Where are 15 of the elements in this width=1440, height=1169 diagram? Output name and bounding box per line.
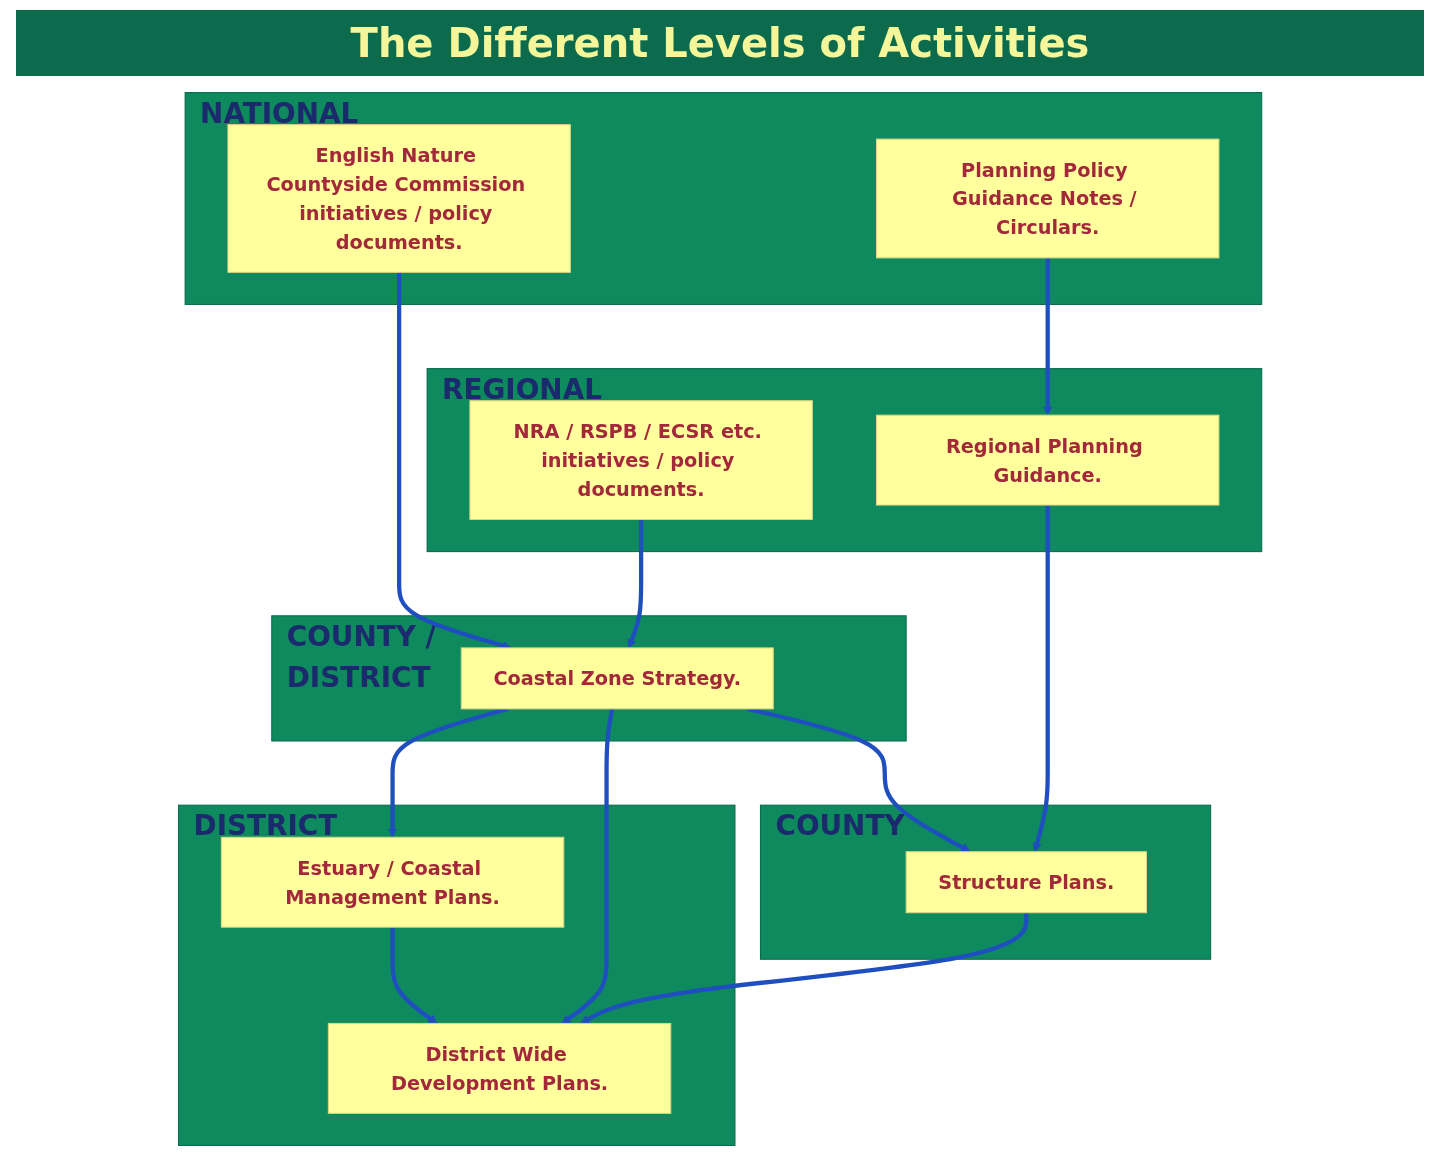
node-box: English Nature Countyside Commission initiatives / policy documents. bbox=[227, 124, 571, 273]
arrow bbox=[561, 708, 614, 1024]
node-box: Estuary / Coastal Management Plans. bbox=[220, 836, 565, 928]
arrow bbox=[580, 912, 1029, 1024]
arrow bbox=[1042, 257, 1053, 416]
node-box: District Wide Development Plans. bbox=[327, 1022, 672, 1114]
node-box: NRA / RSPB / ECSR etc. initiatives / policy documents. bbox=[469, 400, 813, 521]
node-box: Regional Planning Guidance. bbox=[875, 414, 1220, 506]
arrow bbox=[390, 927, 438, 1024]
node-box: Structure Plans. bbox=[905, 851, 1147, 914]
node-box: Planning Policy Guidance Notes / Circulars. bbox=[875, 138, 1220, 259]
arrow bbox=[1032, 505, 1050, 853]
title-banner: The Different Levels of Activities bbox=[16, 10, 1424, 76]
node-box: Coastal Zone Strategy. bbox=[460, 647, 774, 710]
arrow bbox=[627, 519, 644, 649]
